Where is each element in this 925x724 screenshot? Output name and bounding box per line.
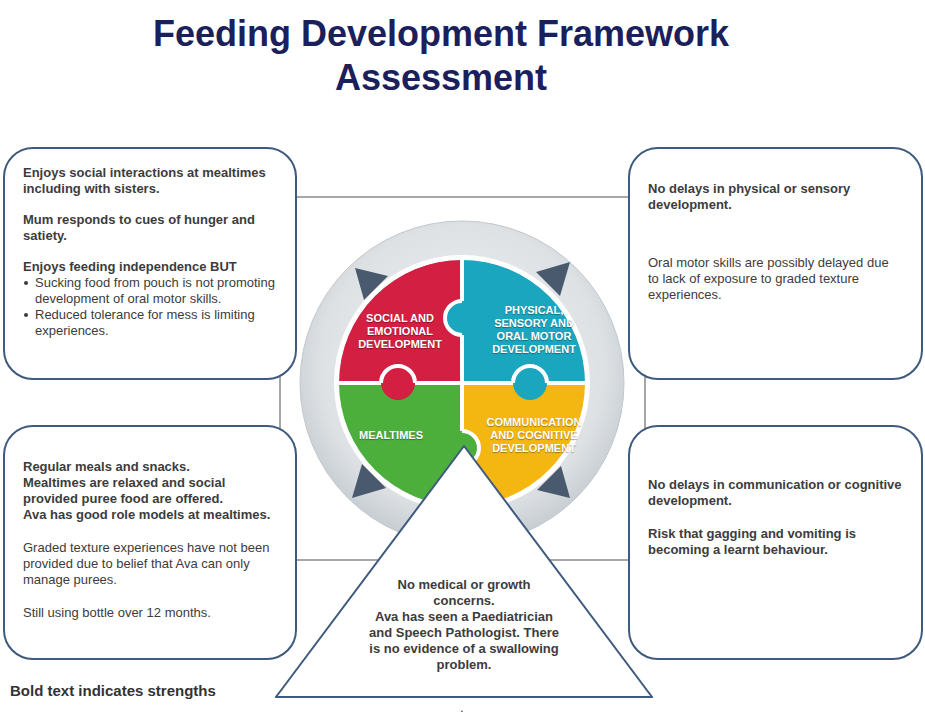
piece-label-wrap: PHYSICAL, SENSORY AND ORAL MOTOR DEVELOP… [478,304,590,356]
puzzle-piece: SOCIAL AND EMOTIONAL DEVELOPMENT [350,296,450,366]
text-run: Graded texture experiences have not been… [23,540,269,587]
text-run: No medical or growth concerns. [398,577,531,608]
text-run: MEALTIMES [359,429,423,441]
piece-label: SOCIAL AND EMOTIONAL DEVELOPMENT [350,312,450,351]
text-run: No delays in communication or cognitive … [648,477,902,508]
note-text: No medical or growth concerns. [389,577,539,609]
note-text: Enjoys social interactions at mealtimes … [23,165,277,197]
note-text: Oral motor skills are possibly delayed d… [648,255,903,303]
piece-label: COMMUNICATION AND COGNITIVE DEVELOPMENT [478,416,590,455]
text-run: SOCIAL AND EMOTIONAL DEVELOPMENT [358,312,442,350]
puzzle-piece: PHYSICAL, SENSORY AND ORAL MOTOR DEVELOP… [478,290,590,370]
text-run: Risk that gagging and vomiting is becomi… [648,526,856,557]
assessment-box: Enjoys social interactions at mealtimes … [3,147,297,380]
note-text: Enjoys feeding independence BUT [23,259,277,275]
stray-mark: . [460,700,464,715]
bullet-dot [24,281,28,285]
note-text: No delays in communication or cognitive … [648,477,903,509]
piece-label-wrap: MEALTIMES [345,429,437,442]
text-run: COMMUNICATION AND COGNITIVE DEVELOPMENT [486,416,581,454]
note-text: Ava has seen a Paediatrician and Speech … [364,609,564,673]
text-run: PHYSICAL, SENSORY AND ORAL MOTOR DEVELOP… [492,304,576,355]
puzzle-piece: COMMUNICATION AND COGNITIVE DEVELOPMENT [478,400,590,470]
text-run: Regular meals and snacks. [23,459,190,474]
bullet-dot [24,313,28,317]
triangle-text: No medical or growth concerns.Ava has se… [364,577,564,673]
text-run: Ava has seen a Paediatrician and Speech … [369,609,559,672]
note-text: No delays in physical or sensory develop… [648,181,903,213]
piece-label: PHYSICAL, SENSORY AND ORAL MOTOR DEVELOP… [478,304,590,356]
triangle-note: No medical or growth concerns.Ava has se… [275,445,653,698]
note-text: Mealtimes are relaxed and social provide… [23,475,277,507]
diagram-title: Feeding Development Framework Assessment [121,12,761,100]
assessment-box: No delays in physical or sensory develop… [628,147,923,380]
piece-label-wrap: SOCIAL AND EMOTIONAL DEVELOPMENT [350,312,450,351]
text-run: Mealtimes are relaxed and social provide… [23,475,225,506]
note-text: Still using bottle over 12 months. [23,605,277,621]
text-run: Reduced tolerance for mess is limiting e… [35,307,255,338]
text-run: Enjoys social interactions at mealtimes … [23,165,266,196]
text-run: Oral motor skills are possibly delayed d… [648,255,889,302]
text-run: No delays in physical or sensory develop… [648,181,850,212]
text-run: Ava has good role models at mealtimes. [23,507,270,522]
piece-label-wrap: COMMUNICATION AND COGNITIVE DEVELOPMENT [478,416,590,455]
note-text: Risk that gagging and vomiting is becomi… [648,526,903,558]
puzzle-piece: MEALTIMES [345,410,437,460]
text-run: Enjoys feeding independence BUT [23,259,237,274]
text-run: Sucking food from pouch is not promoting… [35,275,275,306]
note-text: Regular meals and snacks. [23,459,277,475]
note-text: Reduced tolerance for mess is limiting e… [23,307,277,339]
piece-label: MEALTIMES [345,429,437,442]
text-run: Mum responds to cues of hunger and satie… [23,212,255,243]
text-run: Still using bottle over 12 months. [23,605,211,620]
note-text: Mum responds to cues of hunger and satie… [23,212,277,244]
assessment-box: No delays in communication or cognitive … [628,425,923,660]
legend-note: Bold text indicates strengths [10,682,216,699]
assessment-box: Regular meals and snacks.Mealtimes are r… [3,425,297,660]
note-text: Graded texture experiences have not been… [23,540,277,588]
note-text: Ava has good role models at mealtimes. [23,507,277,523]
note-text: Sucking food from pouch is not promoting… [23,275,277,307]
